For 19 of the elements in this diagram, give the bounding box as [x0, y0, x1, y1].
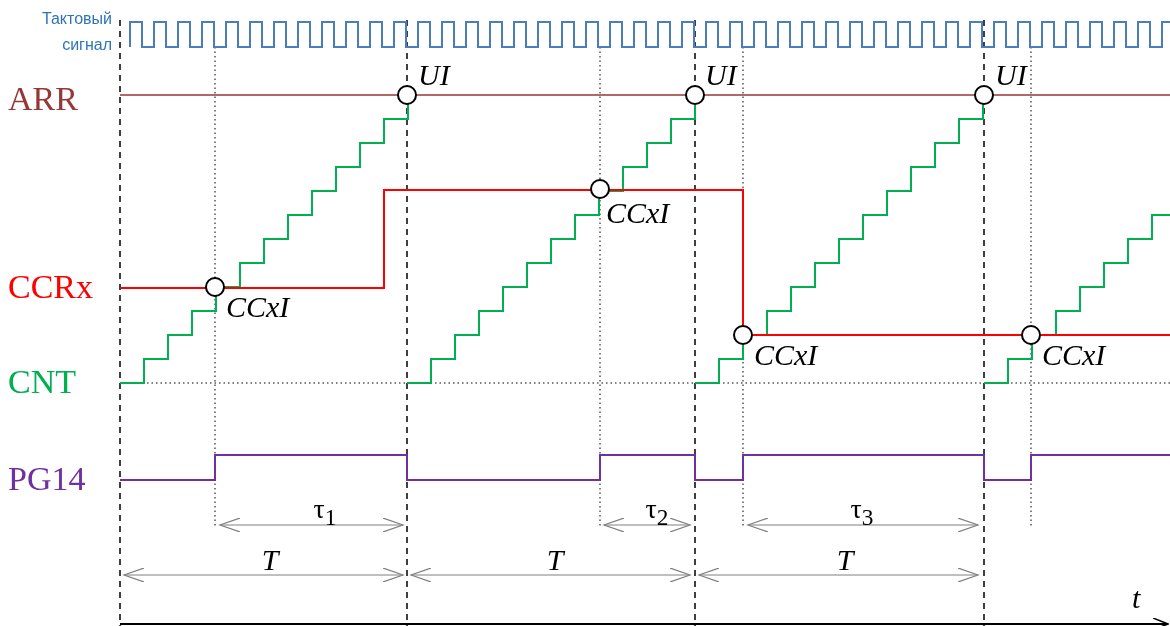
- event-label: CCxI: [606, 198, 670, 228]
- event-label: CCxI: [226, 292, 290, 322]
- event-label: UI: [995, 60, 1027, 90]
- signal-label: Тактовый сигнал: [40, 9, 112, 55]
- event-label: CCxI: [1042, 340, 1106, 370]
- duration-label: τ$_{3}$: [850, 495, 874, 529]
- duration-label: τ$_{1}$: [313, 495, 337, 529]
- signal-label: ARR: [8, 82, 78, 116]
- period-label: T: [261, 545, 279, 575]
- event-label: CCxI: [754, 340, 818, 370]
- axis-label: t: [1132, 583, 1141, 613]
- signal-label: CNT: [8, 365, 76, 399]
- period-label: T: [836, 545, 854, 575]
- event-label: UI: [418, 60, 450, 90]
- duration-label: τ$_{2}$: [645, 495, 669, 529]
- signal-label: PG14: [8, 462, 86, 496]
- signal-label: CCRx: [8, 270, 94, 304]
- event-label: UI: [705, 60, 737, 90]
- period-label: T: [546, 545, 564, 575]
